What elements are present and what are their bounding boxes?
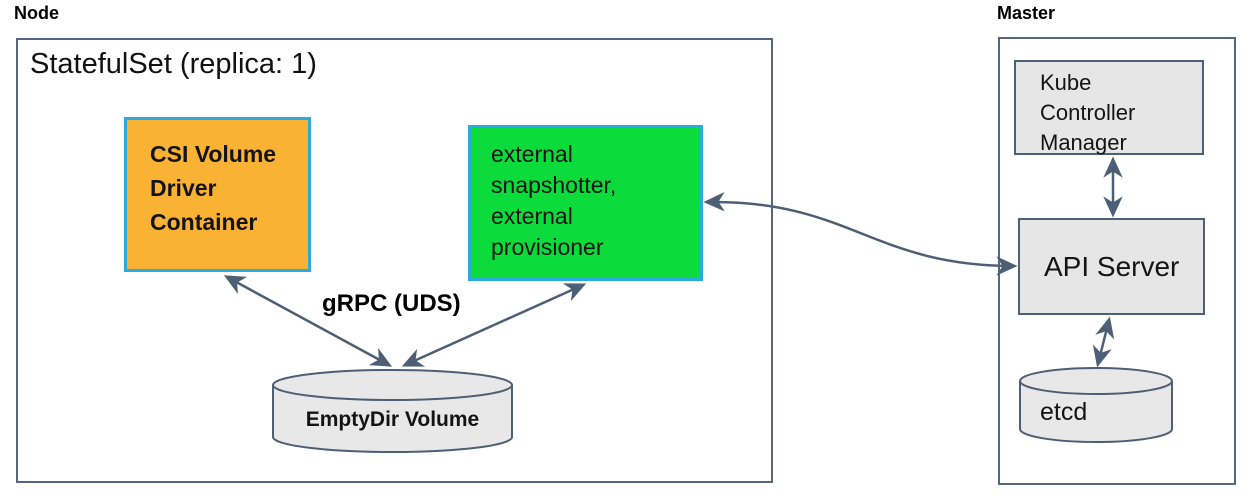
emptydir-volume-label: EmptyDir Volume <box>305 408 480 431</box>
external-snapshotter-provisioner-box: external snapshotter, external provision… <box>468 125 703 281</box>
etcd-label: etcd <box>1040 398 1088 426</box>
statefulset-title: StatefulSet (replica: 1) <box>30 48 317 80</box>
master-section-label: Master <box>997 3 1056 23</box>
api-server-box: API Server <box>1018 218 1205 315</box>
node-section-label: Node <box>14 3 59 23</box>
node-boundary-box: StatefulSet (replica: 1) <box>16 38 773 483</box>
kube-controller-manager-box: Kube Controller Manager <box>1014 60 1204 155</box>
grpc-uds-label: gRPC (UDS) <box>322 290 461 317</box>
api-server-label: API Server <box>1044 250 1180 282</box>
csi-volume-driver-container-box: CSI Volume Driver Container <box>124 117 311 272</box>
